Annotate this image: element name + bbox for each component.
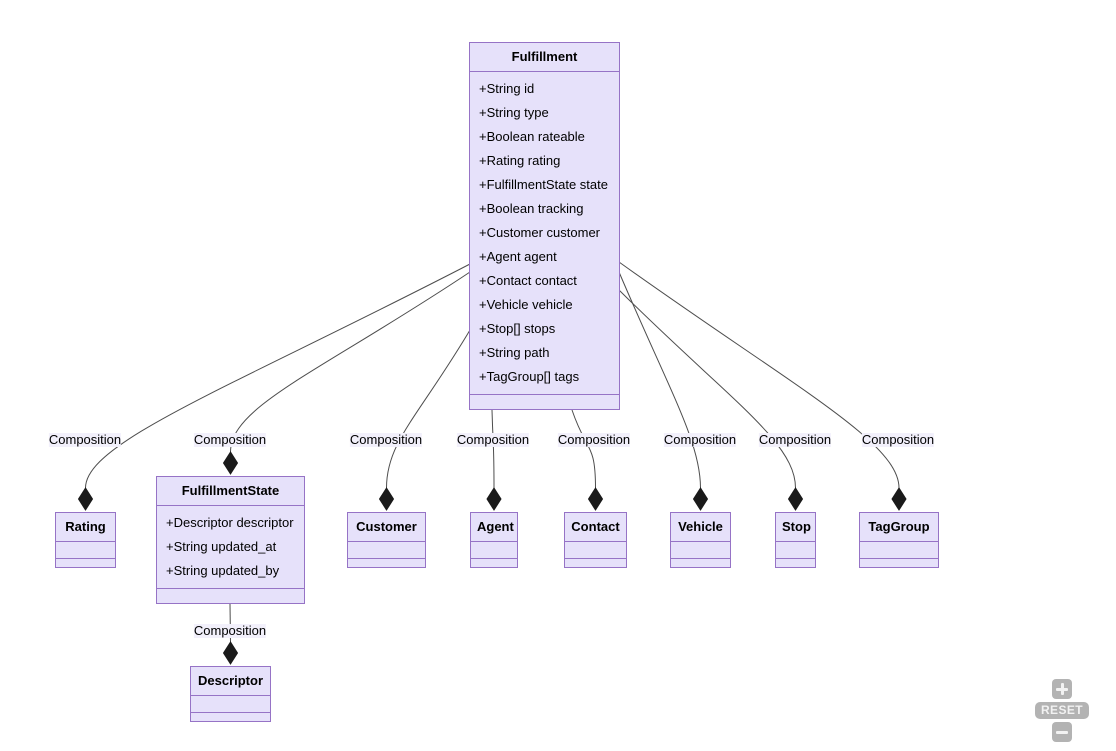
class-attribute: +Rating rating — [479, 153, 561, 168]
zoom-controls[interactable]: RESET — [1030, 679, 1094, 742]
class-attribute: +Boolean tracking — [479, 201, 584, 216]
edge-rel-rating — [85, 263, 471, 489]
zoom-out-button[interactable] — [1052, 722, 1072, 742]
composition-diamond-fulfillmentstate — [222, 451, 239, 475]
composition-diamond-taggroup — [891, 487, 907, 511]
class-operations — [470, 395, 619, 411]
edge-rel-contact — [571, 409, 596, 489]
class-operations — [860, 559, 938, 575]
edge-label-customer: Composition — [349, 432, 423, 447]
class-box-taggroup[interactable]: TagGroup — [859, 512, 939, 568]
edge-rel-vehicle — [618, 271, 701, 489]
class-title: Fulfillment — [470, 43, 619, 72]
class-title: Descriptor — [191, 667, 270, 696]
class-attribute: +String type — [479, 105, 549, 120]
class-attributes — [471, 542, 517, 559]
class-attributes — [671, 542, 730, 559]
edge-label-contact: Composition — [557, 432, 631, 447]
class-attributes — [348, 542, 425, 559]
class-attribute: +Contact contact — [479, 273, 577, 288]
class-attributes — [191, 696, 270, 713]
edge-label-fulfillmentstate: Composition — [193, 432, 267, 447]
class-title: Contact — [565, 513, 626, 542]
composition-diamond-stop — [787, 487, 804, 511]
class-attribute: +Descriptor descriptor — [166, 515, 294, 530]
class-operations — [471, 559, 517, 575]
class-box-stop[interactable]: Stop — [775, 512, 816, 568]
class-attribute: +String id — [479, 81, 535, 96]
class-operations — [348, 559, 425, 575]
class-attributes: +Descriptor descriptor +String updated_at… — [157, 506, 304, 589]
class-box-contact[interactable]: Contact — [564, 512, 627, 568]
class-title: Agent — [471, 513, 517, 542]
zoom-in-button[interactable] — [1052, 679, 1072, 699]
edge-rel-stop — [618, 289, 796, 489]
class-operations — [157, 589, 304, 605]
class-box-vehicle[interactable]: Vehicle — [670, 512, 731, 568]
zoom-reset-button[interactable]: RESET — [1034, 702, 1089, 719]
class-title: Stop — [776, 513, 815, 542]
class-attribute: +Stop[] stops — [479, 321, 556, 336]
class-box-rating[interactable]: Rating — [55, 512, 116, 568]
class-operations — [56, 559, 115, 575]
class-box-fulfillment[interactable]: Fulfillment +String id +String type +Boolea… — [469, 42, 620, 410]
composition-diamond-descriptor — [222, 641, 239, 665]
class-attribute: +Vehicle vehicle — [479, 297, 573, 312]
class-attribute: +String path — [479, 345, 550, 360]
class-operations — [565, 559, 626, 575]
class-attribute: +Customer customer — [479, 225, 601, 240]
class-box-fulfillmentstate[interactable]: FulfillmentState +Descriptor descriptor +S… — [156, 476, 305, 604]
class-title: FulfillmentState — [157, 477, 304, 506]
class-attribute: +String updated_at — [166, 539, 277, 554]
class-attribute: +String updated_by — [166, 563, 280, 578]
composition-diamond-customer — [378, 487, 395, 511]
class-attribute: +Agent agent — [479, 249, 557, 264]
edge-label-rating: Composition — [48, 432, 122, 447]
edge-label-vehicle: Composition — [663, 432, 737, 447]
edge-rel-customer — [386, 329, 471, 489]
class-title: TagGroup — [860, 513, 938, 542]
edge-label-stop: Composition — [758, 432, 832, 447]
class-attributes — [860, 542, 938, 559]
edge-label-descriptor: Composition — [193, 623, 267, 638]
class-box-agent[interactable]: Agent — [470, 512, 518, 568]
class-attributes: +String id +String type +Boolean rateable +… — [470, 72, 619, 395]
class-attributes — [565, 542, 626, 559]
edge-rel-taggroup — [618, 261, 900, 489]
class-attributes — [56, 542, 115, 559]
class-operations — [191, 713, 270, 729]
edge-label-agent: Composition — [456, 432, 530, 447]
edge-rel-agent — [491, 409, 495, 489]
class-operations — [671, 559, 730, 575]
class-title: Customer — [348, 513, 425, 542]
composition-diamond-contact — [587, 487, 604, 511]
composition-diamond-vehicle — [692, 487, 709, 511]
class-operations — [776, 559, 815, 575]
class-title: Rating — [56, 513, 115, 542]
class-attribute: +FulfillmentState state — [479, 177, 608, 192]
composition-diamond-rating — [77, 487, 94, 511]
class-box-descriptor[interactable]: Descriptor — [190, 666, 271, 722]
class-box-customer[interactable]: Customer — [347, 512, 426, 568]
edge-rel-fulfillmentstate — [230, 271, 471, 453]
class-attributes — [776, 542, 815, 559]
class-title: Vehicle — [671, 513, 730, 542]
composition-diamond-agent — [486, 487, 502, 511]
class-attribute: +Boolean rateable — [479, 129, 585, 144]
class-attribute: +TagGroup[] tags — [479, 369, 580, 384]
edge-label-taggroup: Composition — [861, 432, 935, 447]
